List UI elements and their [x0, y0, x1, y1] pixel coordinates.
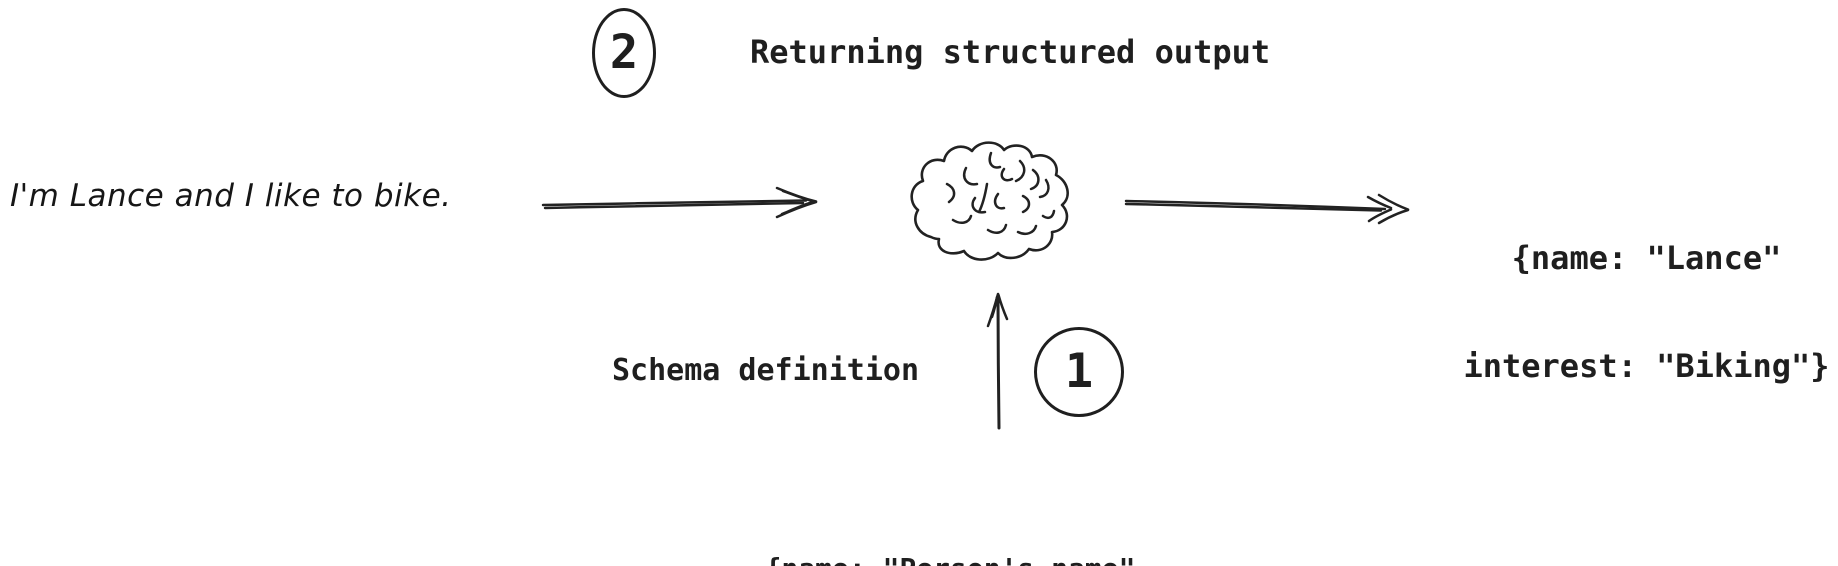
output-arrow-icon: [1123, 186, 1420, 226]
output-json-line1: {name: "Lance": [1511, 239, 1782, 277]
input-arrow-icon: [540, 184, 852, 222]
output-json-text: {name: "Lance" interest: "Biking"}: [1455, 168, 1838, 456]
step-1-badge: 1: [1034, 327, 1124, 417]
schema-json-line1: {name: "Person's name": [655, 551, 1245, 566]
step-2-number: 2: [609, 24, 639, 80]
step-1-number: 1: [1064, 343, 1094, 399]
schema-arrow-icon: [984, 288, 1016, 430]
brain-icon: [903, 140, 1078, 273]
step-2-badge: 2: [592, 8, 656, 98]
output-json-line2: interest: "Biking"}: [1463, 347, 1830, 385]
step-2-label: Returning structured output: [750, 33, 1271, 71]
schema-json-text: {name: "Person's name" interest: "Person…: [655, 481, 1245, 566]
schema-definition-label: Schema definition: [612, 353, 920, 388]
input-message-text: I'm Lance and I like to bike.: [10, 178, 452, 214]
